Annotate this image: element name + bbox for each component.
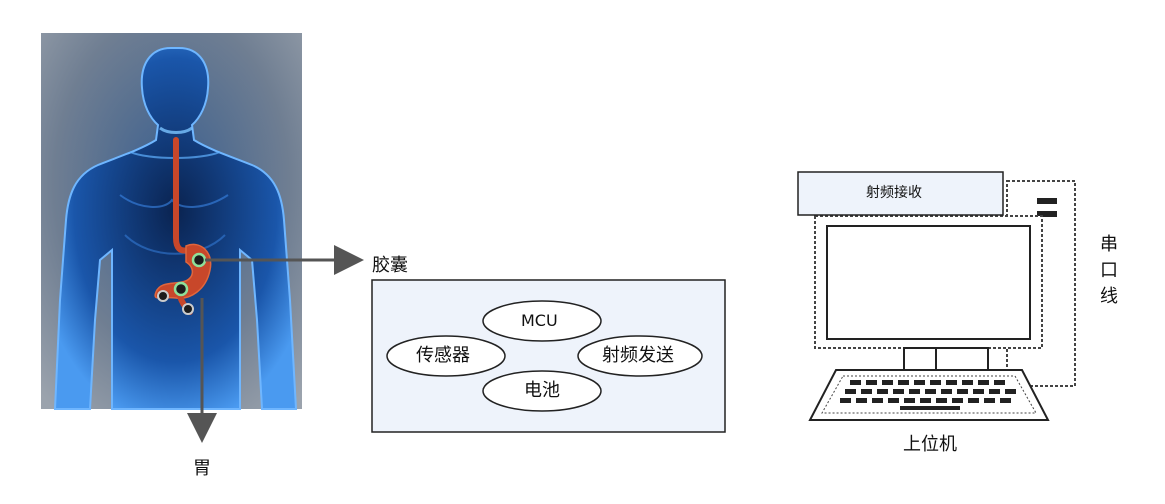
serial-line-label: 串 口 线 [1098,232,1120,310]
capsule-marker-icon [157,252,207,315]
host-computer-label: 上位机 [903,434,957,455]
mcu-label: MCU [521,311,558,330]
battery-label: 电池 [524,380,560,401]
sensor-label: 传感器 [416,345,470,366]
computer-illustration [797,171,1076,421]
rf-receive-box [797,171,1004,216]
serial-line-char-1: 串 [1100,234,1118,255]
serial-line-char-2: 口 [1100,260,1118,281]
rf-receive-label: 射频接收 [866,185,922,201]
monitor-icon [814,215,1043,371]
capsule-box [371,279,726,433]
capsule-label: 胶囊 [372,255,408,276]
mcu-ellipse [482,300,602,342]
rf-transmit-ellipse [577,335,703,377]
rf-transmit-label: 射频发送 [602,345,674,366]
stomach-label: 胃 [193,458,211,479]
serial-line-char-3: 线 [1100,286,1118,307]
sensor-ellipse [386,335,506,377]
battery-ellipse [482,370,602,412]
keyboard-icon [808,369,1050,421]
human-body-image [41,33,302,410]
